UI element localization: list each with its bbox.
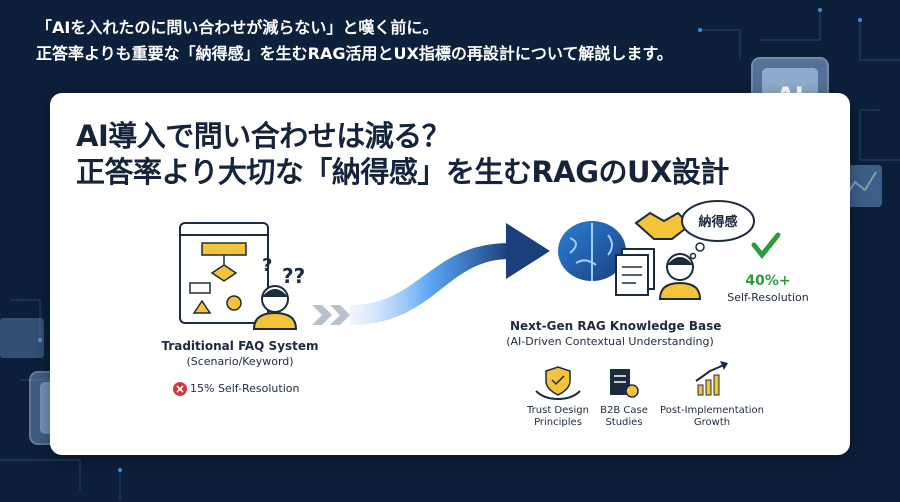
card-title-line-1: AI導入で問い合わせは減る？: [76, 119, 451, 153]
question-mark-icon: ?: [262, 255, 272, 276]
ai-brain-icon: [558, 221, 626, 281]
satisfied-person-icon: [658, 253, 702, 300]
header-line-2: 正答率よりも重要な「納得感」を生むRAG活用とUX指標の再設計について解説します…: [36, 44, 673, 63]
feature-caption-case-studies: B2B Case Studies: [600, 405, 648, 428]
traditional-rate: 15% Self-Resolution: [190, 382, 300, 395]
chevron-right-icon: [312, 305, 350, 325]
confused-person-icon: [252, 285, 298, 330]
documents-icon: [615, 248, 655, 296]
nextgen-rate-value: 40%+: [745, 273, 790, 289]
header-line-1: 「AIを入れたのに問い合わせが減らない」と嘆く前に。: [36, 18, 439, 37]
faq-flowchart-icon: [179, 222, 269, 324]
error-x-icon: [173, 382, 187, 396]
card-title-line-2: 正答率より大切な「納得感」を生むRAGのUX設計: [76, 155, 729, 189]
growth-chart-icon: [695, 361, 728, 396]
illustration-layer: ? ??: [173, 200, 809, 401]
case-study-document-icon: [610, 369, 639, 398]
check-mark-icon: [751, 232, 781, 260]
nextgen-rate-label: Self-Resolution: [727, 291, 809, 304]
transition-arrow-icon: [350, 223, 550, 325]
feature-caption-growth: Post-Implementation Growth: [660, 405, 764, 428]
nextgen-system-name: Next-Gen RAG Knowledge Base: [510, 319, 722, 333]
trust-shield-icon: [535, 366, 581, 401]
feature-caption-trust: Trust Design Principles: [527, 405, 589, 428]
infographic-card: AI導入で問い合わせは減る？ 正答率より大切な「納得感」を生むRAGのUX設計: [50, 93, 850, 455]
thought-bubble: [681, 200, 755, 260]
traditional-system-name: Traditional FAQ System: [161, 339, 319, 353]
question-mark-icon: ??: [282, 264, 305, 288]
nextgen-system-subtitle: (AI-Driven Contextual Understanding): [506, 335, 714, 348]
thought-bubble-text: 納得感: [698, 214, 737, 230]
traditional-system-subtitle: (Scenario/Keyword): [186, 355, 294, 368]
